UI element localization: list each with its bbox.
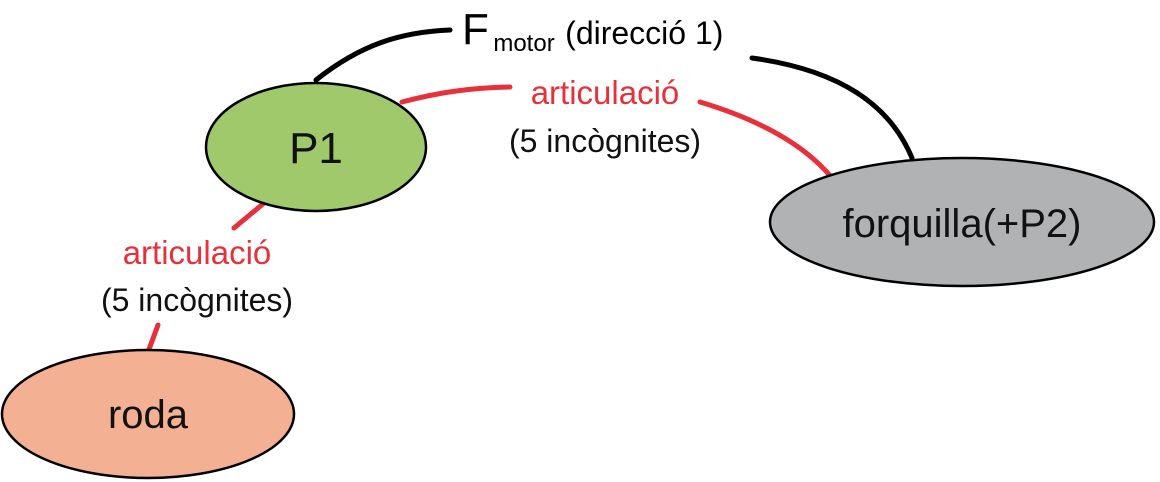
joint-connector-p1-forquilla-left bbox=[399, 84, 513, 105]
node-forquilla-shape bbox=[768, 156, 1156, 288]
joint-connector-p1-roda-top bbox=[231, 200, 267, 231]
node-p1-shape bbox=[204, 81, 428, 213]
node-p1-label: P1 bbox=[289, 124, 343, 173]
joint-p1-roda-type-label: articulació bbox=[123, 234, 272, 271]
node-roda: roda bbox=[0, 348, 296, 480]
node-roda-shape bbox=[0, 348, 296, 480]
motor-force-subscript: motor bbox=[493, 30, 554, 57]
node-forquilla: forquilla(+P2) bbox=[768, 156, 1156, 288]
joint-p1-roda-unknowns-label: (5 incògnites) bbox=[101, 282, 293, 318]
joint-p1-forquilla-type-label: articulació bbox=[531, 74, 680, 111]
joint-connector-p1-roda-bottom bbox=[145, 322, 161, 355]
motor-connector-right bbox=[749, 55, 915, 161]
motor-force-label: F motor (direcció 1) bbox=[462, 5, 723, 57]
node-p1: P1 bbox=[204, 81, 428, 213]
motor-connector-left bbox=[313, 27, 453, 83]
joint-connector-p1-forquilla-right bbox=[697, 99, 835, 181]
motor-force-direction: (direcció 1) bbox=[565, 15, 723, 51]
motor-force-symbol: F bbox=[462, 5, 489, 54]
joint-p1-forquilla-unknowns-label: (5 incògnites) bbox=[509, 123, 701, 159]
node-roda-label: roda bbox=[108, 393, 189, 437]
node-forquilla-label: forquilla(+P2) bbox=[842, 202, 1081, 246]
